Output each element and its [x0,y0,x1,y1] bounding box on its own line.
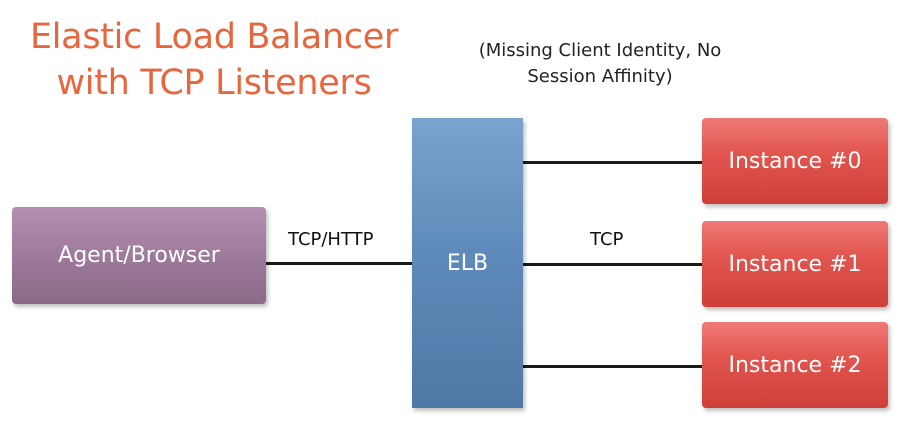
agent-browser-node: Agent/Browser [12,207,266,304]
elb-label: ELB [446,250,489,276]
note-line-2: Session Affinity) [527,66,673,87]
agent-browser-label: Agent/Browser [58,243,220,268]
diagram-title: Elastic Load Balancer with TCP Listeners [14,14,414,106]
instance-2-node: Instance #2 [702,322,888,408]
connector-elb-instance-1 [523,263,702,266]
instance-2-label: Instance #2 [728,352,862,378]
connector-agent-elb [266,262,412,265]
edge-label-tcp: TCP [590,229,624,250]
connector-elb-instance-2 [523,365,702,368]
instance-1-node: Instance #1 [702,221,888,307]
edge-label-tcp-http: TCP/HTTP [288,229,374,250]
title-line-2: with TCP Listeners [56,63,372,103]
instance-1-label: Instance #1 [728,251,862,277]
elb-node: ELB [412,118,523,408]
note-line-1: (Missing Client Identity, No [478,40,722,61]
instance-0-node: Instance #0 [702,118,888,204]
diagram-note: (Missing Client Identity, No Session Aff… [440,38,760,90]
connector-elb-instance-0 [523,161,702,164]
instance-0-label: Instance #0 [728,148,862,174]
title-line-1: Elastic Load Balancer [29,17,399,57]
